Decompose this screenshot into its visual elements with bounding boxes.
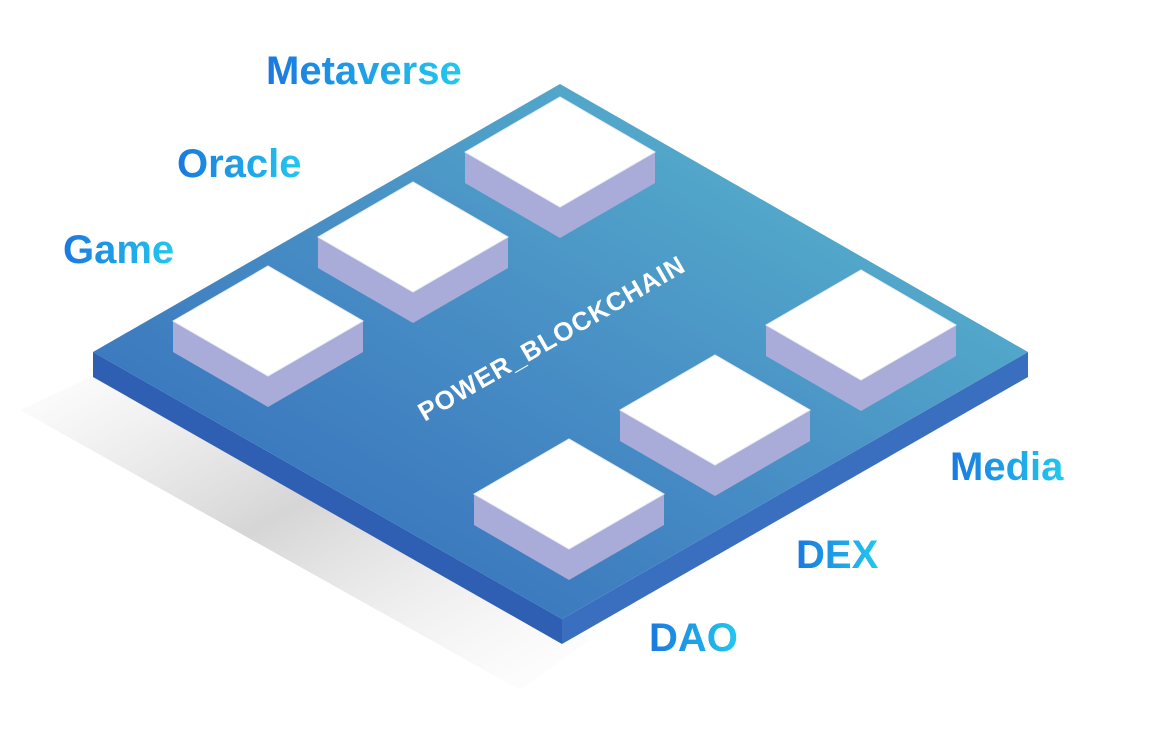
label-game: Game bbox=[63, 228, 174, 272]
board-side-left bbox=[93, 352, 562, 644]
block-dao bbox=[473, 438, 665, 580]
board-side-right bbox=[562, 352, 1028, 644]
board-top bbox=[93, 84, 1028, 619]
label-dex: DEX bbox=[796, 533, 879, 577]
label-metaverse: Metaverse bbox=[266, 49, 462, 93]
block-dex bbox=[619, 354, 811, 496]
label-media: Media bbox=[950, 445, 1064, 489]
block-oracle bbox=[317, 181, 509, 323]
label-oracle: Oracle bbox=[177, 142, 302, 186]
block-metaverse bbox=[464, 96, 656, 238]
block-game bbox=[172, 265, 364, 407]
label-dao: DAO bbox=[649, 616, 738, 660]
block-media bbox=[765, 269, 957, 411]
board-shadow bbox=[20, 375, 590, 690]
